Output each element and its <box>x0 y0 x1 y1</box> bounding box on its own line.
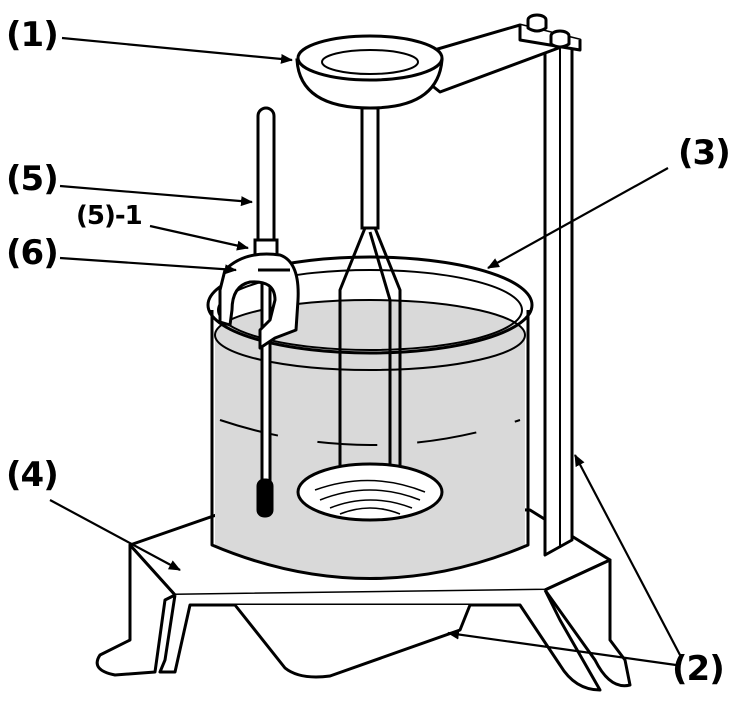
leader-lines <box>49 36 681 667</box>
leader-2a <box>574 454 681 656</box>
leader-2b <box>447 629 677 667</box>
leader-4 <box>49 499 181 571</box>
label-4: (4) <box>6 455 59 495</box>
label-2: (2) <box>672 649 725 689</box>
leader-5-1 <box>149 224 249 251</box>
balance-post <box>398 13 582 557</box>
leader-3 <box>487 167 669 269</box>
label-5: (5) <box>6 159 59 199</box>
thermometer-clamp <box>218 252 300 350</box>
sample-basket <box>296 226 444 522</box>
leader-6 <box>59 256 237 275</box>
leader-1 <box>61 36 293 64</box>
label-6: (6) <box>6 233 59 273</box>
label-5-1: (5)-1 <box>76 201 143 231</box>
label-3: (3) <box>678 133 731 173</box>
pan-dish <box>295 34 444 230</box>
leader-5 <box>59 184 253 207</box>
label-1: (1) <box>6 15 59 55</box>
beaker <box>206 255 534 580</box>
